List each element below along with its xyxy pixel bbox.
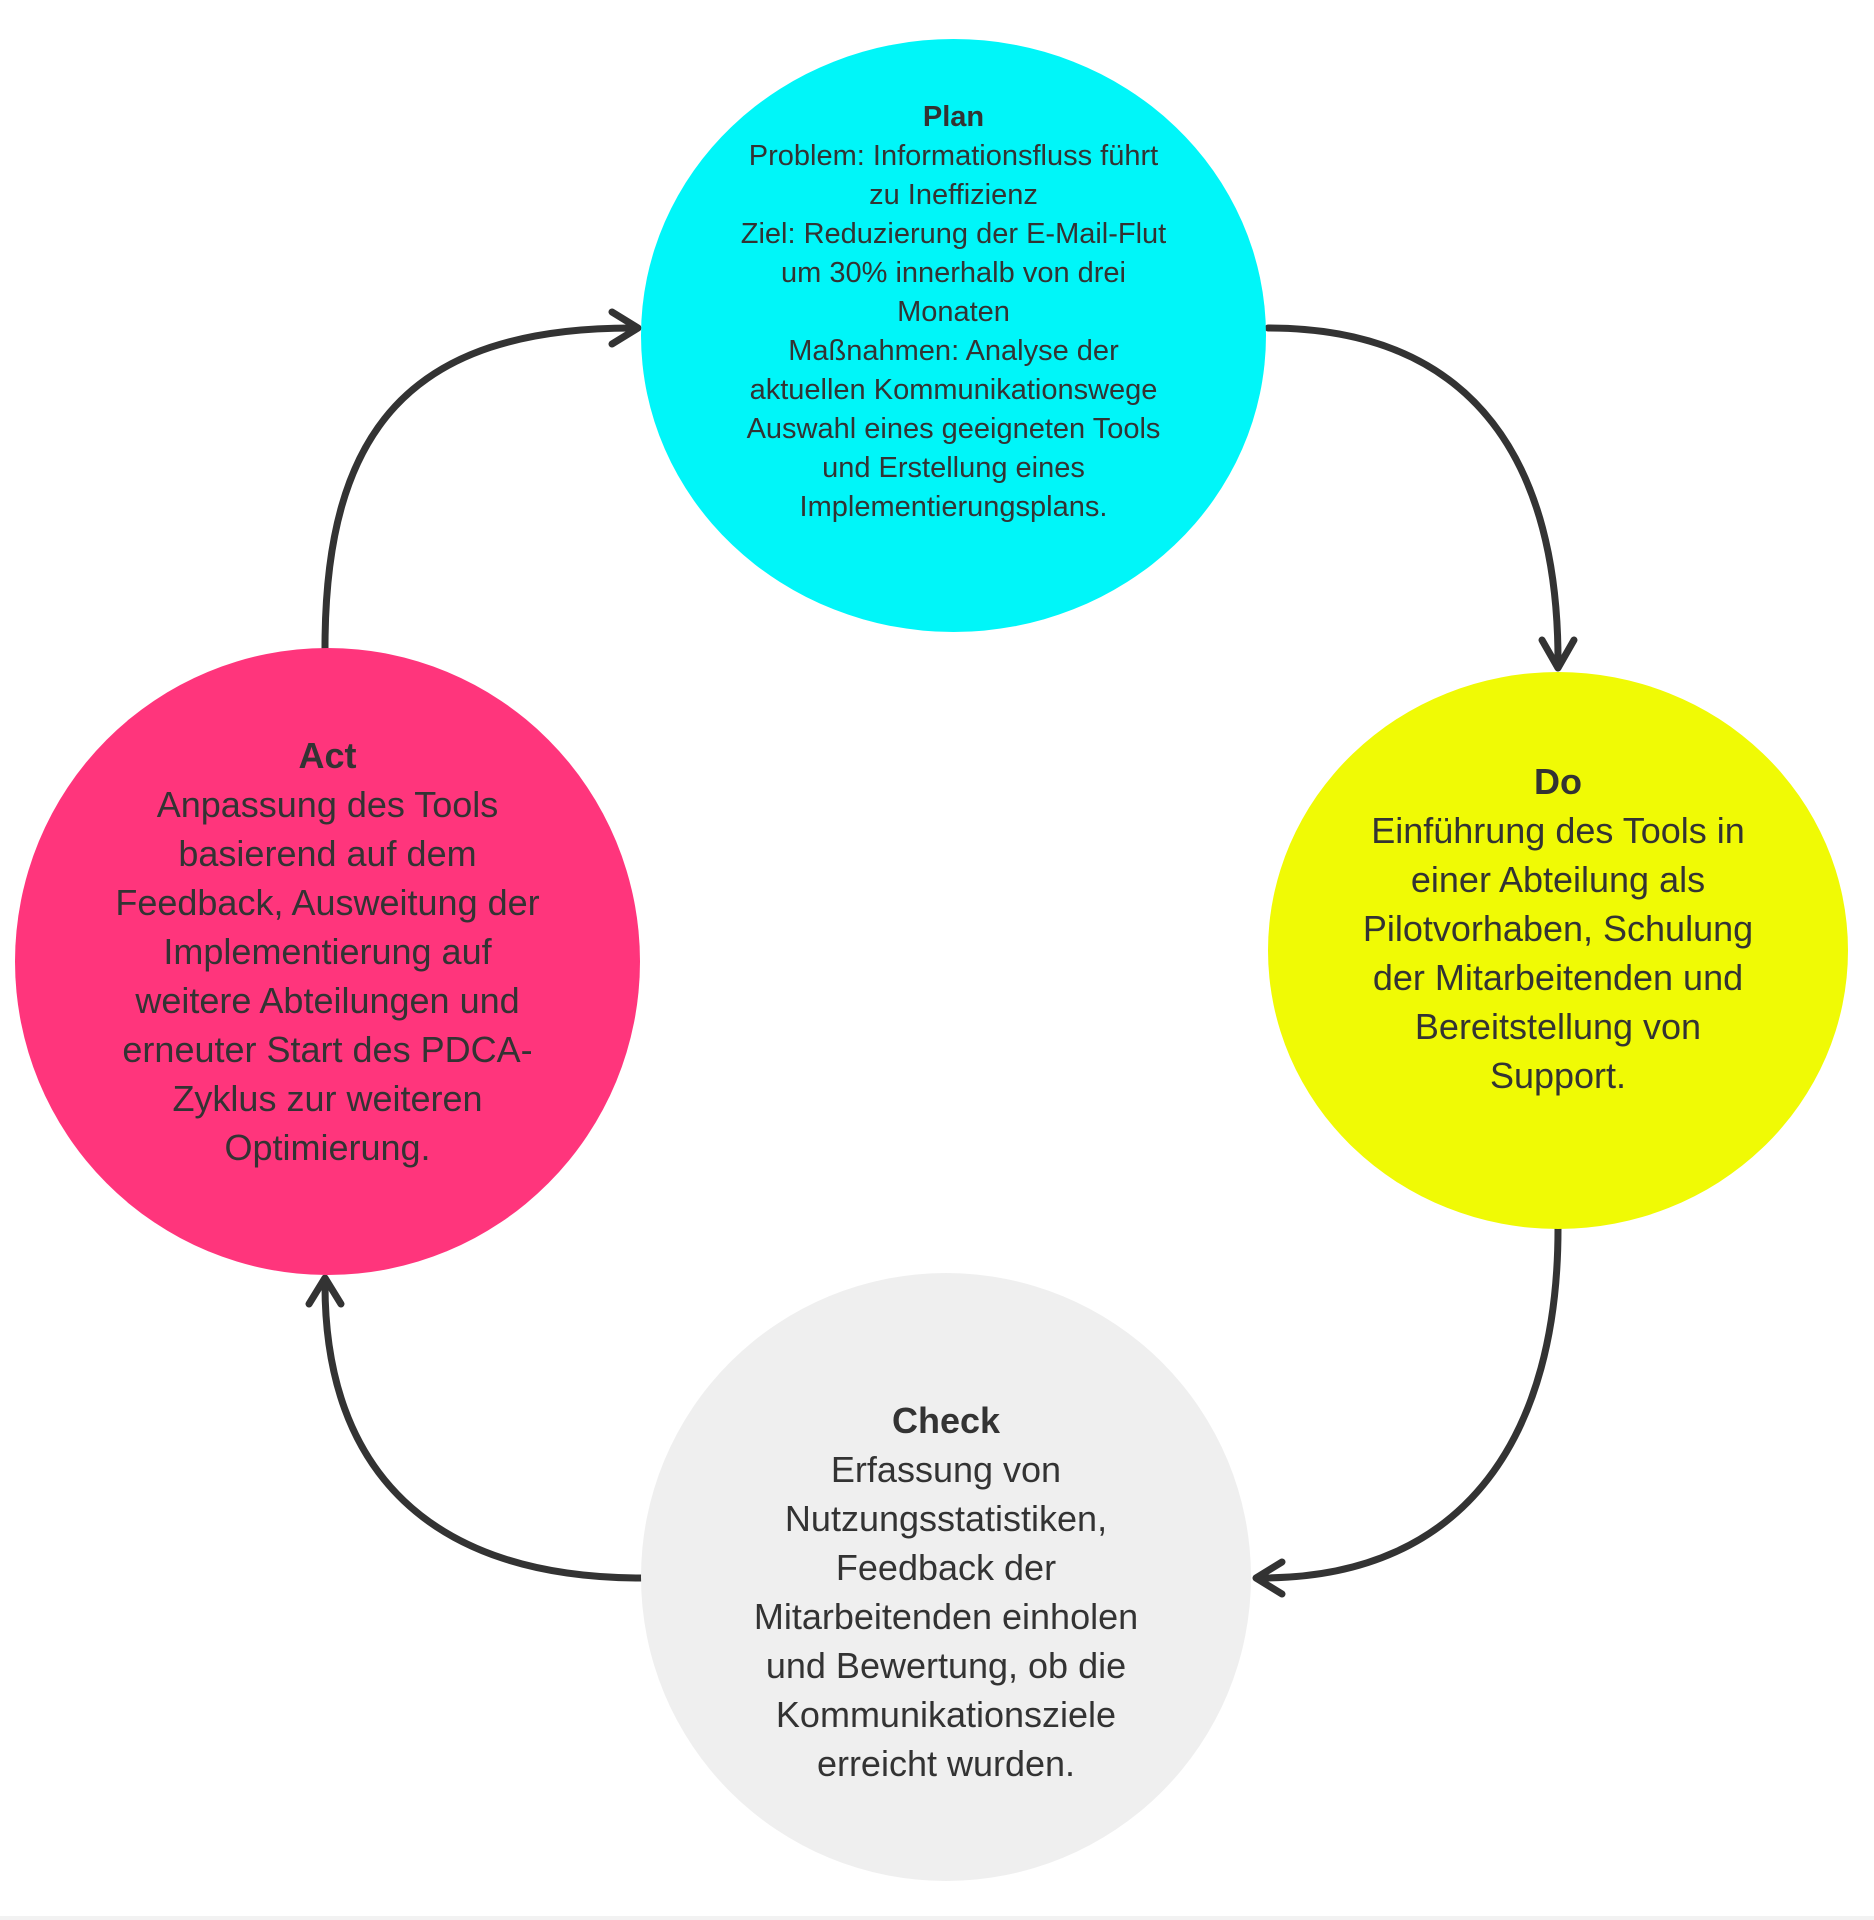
check-title: Check	[891, 1400, 1001, 1441]
arrowhead-check-to-act	[305, 1274, 345, 1308]
act-node: Act Anpassung des Tools basierend auf de…	[15, 648, 640, 1275]
do-line: der Mitarbeitenden und	[1372, 957, 1744, 998]
act-line: Optimierung.	[224, 1127, 431, 1168]
check-line: Nutzungsstatistiken,	[784, 1498, 1108, 1539]
arrow-act-to-plan	[321, 324, 636, 652]
arrowhead-do-to-check	[1252, 1558, 1286, 1598]
plan-line: Ziel: Reduzierung der E-Mail-Flut	[740, 218, 1167, 250]
act-line: Implementierung auf	[163, 931, 492, 972]
arrow-do-to-check	[1258, 1225, 1562, 1582]
do-line: Einführung des Tools in	[1371, 810, 1745, 851]
arrowhead-act-to-plan	[608, 308, 642, 348]
act-line: Zyklus zur weiteren	[172, 1078, 483, 1119]
act-line: Feedback, Ausweitung der	[115, 882, 540, 923]
bottom-border	[0, 1916, 1874, 1920]
plan-node: Plan Problem: Informationsfluss führt zu…	[641, 39, 1266, 632]
do-title: Do	[1534, 761, 1582, 802]
plan-title: Plan	[922, 101, 985, 133]
do-line: einer Abteilung als	[1410, 859, 1706, 900]
check-node: Check Erfassung von Nutzungsstatistiken,…	[641, 1273, 1251, 1881]
plan-line: um 30% innerhalb von drei	[781, 257, 1126, 289]
check-line: Mitarbeitenden einholen	[753, 1596, 1139, 1637]
act-line: basierend auf dem	[178, 833, 477, 874]
plan-line: und Erstellung eines	[822, 452, 1085, 484]
arrow-plan-to-do	[1264, 324, 1562, 664]
plan-line: Implementierungsplans.	[799, 491, 1108, 523]
act-line: weitere Abteilungen und	[135, 980, 520, 1021]
arrowhead-plan-to-do	[1538, 636, 1578, 672]
act-title: Act	[298, 735, 357, 776]
act-line: erneuter Start des PDCA-	[122, 1029, 533, 1070]
check-line: Kommunikationsziele	[775, 1694, 1117, 1735]
check-line: und Bewertung, ob die	[765, 1645, 1127, 1686]
plan-line: Monaten	[897, 296, 1010, 328]
do-line: Bereitstellung von	[1414, 1006, 1702, 1047]
do-line: Pilotvorhaben, Schulung	[1362, 908, 1754, 949]
act-line: Anpassung des Tools	[156, 784, 499, 825]
check-line: Erfassung von	[830, 1449, 1062, 1490]
do-node: Do Einführung des Tools in einer Abteilu…	[1268, 672, 1848, 1229]
plan-line: Maßnahmen: Analyse der	[788, 335, 1119, 367]
do-line: Support.	[1489, 1055, 1627, 1096]
plan-line: aktuellen Kommunikationswege	[749, 374, 1158, 406]
check-line: Feedback der	[835, 1547, 1057, 1588]
plan-line: zu Ineffizienz	[869, 179, 1038, 211]
check-line: erreicht wurden.	[816, 1743, 1076, 1784]
arrow-check-to-act	[321, 1281, 645, 1582]
plan-line: Problem: Informationsfluss führt	[748, 140, 1159, 172]
plan-line: Auswahl eines geeigneten Tools	[746, 413, 1161, 445]
